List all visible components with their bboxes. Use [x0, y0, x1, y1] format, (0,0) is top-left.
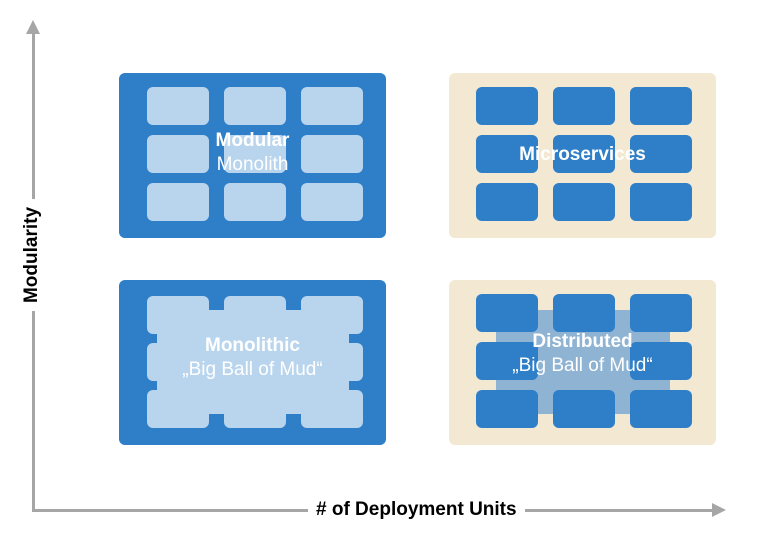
service-cell: [553, 135, 615, 173]
service-cell: [630, 294, 692, 332]
service-cell: [553, 390, 615, 428]
quadrant-title: Microservices: [519, 144, 646, 165]
service-cell: [630, 183, 692, 221]
y-axis-arrow-icon: [26, 20, 40, 34]
y-axis-label: Modularity: [19, 198, 45, 312]
module-cell: [301, 135, 363, 173]
quadrant-subtitle: „Big Ball of Mud“: [512, 355, 653, 376]
service-cell: [630, 390, 692, 428]
merged-blob: [157, 310, 349, 414]
microservices-panel: Microservices: [449, 73, 716, 238]
module-cell: [147, 87, 209, 125]
quadrant-title: Modular: [215, 130, 290, 151]
module-cell: [147, 135, 209, 173]
service-cell: [630, 342, 692, 380]
quadrant-title: Distributed: [532, 331, 633, 352]
module-cell: [224, 87, 286, 125]
service-cell: [476, 135, 538, 173]
service-cell: [476, 390, 538, 428]
service-cell: [476, 87, 538, 125]
modular-monolith-label: Modular Monolith: [119, 129, 386, 177]
service-cell: [476, 294, 538, 332]
service-cell: [476, 183, 538, 221]
x-axis-arrow-icon: [712, 503, 726, 517]
y-axis-label-wrap: Modularity: [4, 190, 60, 320]
service-cell: [476, 342, 538, 380]
monolithic-panel: Monolithic „Big Ball of Mud“: [119, 280, 386, 445]
module-cell: [301, 87, 363, 125]
distributed-panel: Distributed „Big Ball of Mud“: [449, 280, 716, 445]
quadrant-subtitle: „Big Ball of Mud“: [182, 359, 323, 380]
microservices-label: Microservices: [449, 143, 716, 167]
service-cell: [630, 87, 692, 125]
module-cell: [224, 135, 286, 173]
distributed-label: Distributed „Big Ball of Mud“: [449, 330, 716, 378]
service-cell: [553, 87, 615, 125]
monolithic-label: Monolithic „Big Ball of Mud“: [119, 334, 386, 382]
quadrant-title: Monolithic: [205, 335, 300, 356]
x-axis-label: # of Deployment Units: [308, 497, 525, 523]
service-cell: [630, 135, 692, 173]
modular-monolith-panel: Modular Monolith: [119, 73, 386, 238]
service-cell: [553, 183, 615, 221]
module-cell: [301, 183, 363, 221]
module-cell: [224, 183, 286, 221]
quadrant-subtitle: Monolith: [216, 154, 289, 175]
module-cell: [147, 183, 209, 221]
service-cell: [553, 294, 615, 332]
